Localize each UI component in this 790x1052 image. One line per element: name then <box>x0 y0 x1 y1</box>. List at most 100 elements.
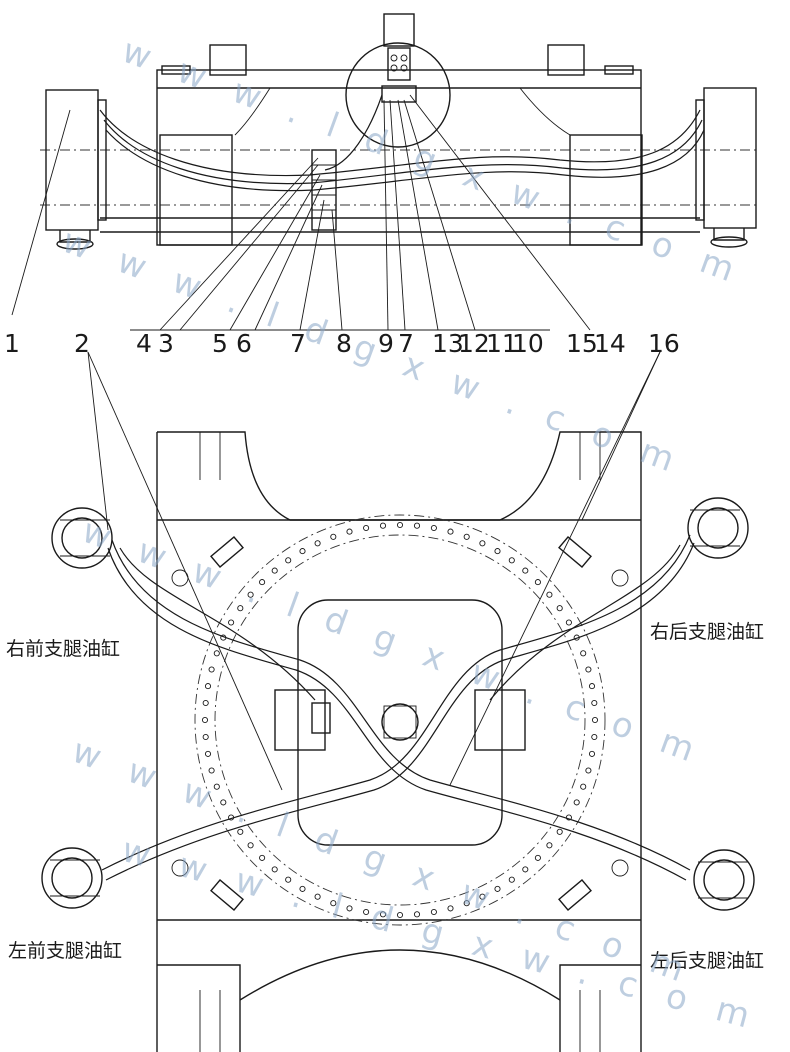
callout-3: 3 <box>158 329 174 358</box>
bolt-hole <box>314 540 321 547</box>
bolt-hole <box>447 528 454 535</box>
manifold-block <box>311 149 337 231</box>
callout-leaders-bottom <box>87 351 661 791</box>
callout-6: 6 <box>236 329 252 358</box>
bolt-hole <box>588 683 596 690</box>
left-rear-outrigger-cylinder <box>693 849 755 911</box>
callout-4: 4 <box>136 329 152 358</box>
bolt-hole <box>573 799 580 806</box>
callout-7b: 7 <box>398 329 414 358</box>
hydraulic-hoses <box>101 534 695 881</box>
bolt-hole <box>220 799 227 806</box>
bolt-hole <box>213 650 220 657</box>
callout-12: 12 <box>458 329 490 358</box>
bolt-hole <box>208 767 215 774</box>
bolt-hole <box>591 733 598 741</box>
bolt-hole <box>556 828 563 835</box>
callout-13: 13 <box>432 329 464 358</box>
bolt-hole <box>580 783 587 790</box>
bolt-hole <box>508 557 515 564</box>
callout-2: 2 <box>74 329 90 358</box>
bolt-hole <box>363 908 370 916</box>
bolt-hole <box>580 650 587 657</box>
bolt-hole <box>494 885 501 892</box>
rotary-joint <box>381 703 419 741</box>
bolt-hole <box>204 683 212 690</box>
bolt-hole <box>285 876 292 883</box>
bolt-hole <box>556 605 563 612</box>
right-front-outrigger-cylinder <box>51 507 113 569</box>
bolt-hole <box>285 557 292 564</box>
bolt-hole <box>247 591 254 598</box>
bolt-hole <box>299 885 306 892</box>
rotary-joint-detail <box>345 42 451 148</box>
callout-15: 15 <box>566 329 598 358</box>
bolt-hole <box>413 522 421 529</box>
bolt-hole <box>237 605 244 612</box>
bolt-hole <box>522 866 529 873</box>
bolt-hole <box>396 521 404 529</box>
bolt-hole <box>228 619 235 626</box>
bolt-hole <box>202 733 209 741</box>
label-right-front-cylinder: 右前支腿油缸 <box>6 638 120 660</box>
bolt-hole <box>299 548 306 555</box>
bolt-hole <box>204 750 212 757</box>
slewing-ring-bolt-holes <box>201 521 599 919</box>
bolt-hole <box>330 533 337 540</box>
left-front-outrigger-cylinder <box>41 847 103 909</box>
bolt-hole <box>508 876 515 883</box>
frame-body <box>156 69 642 246</box>
bolt-hole <box>271 866 278 873</box>
bolt-hole <box>201 716 209 724</box>
bolt-hole <box>546 591 553 598</box>
label-left-front-cylinder: 左前支腿油缸 <box>8 940 122 962</box>
right-rear-outrigger-cylinder <box>687 497 749 559</box>
bolt-hole <box>346 528 353 535</box>
bolt-hole <box>271 567 278 574</box>
bolt-hole <box>585 767 592 774</box>
base-plate-right <box>474 689 526 751</box>
bolt-hole <box>363 524 370 532</box>
centre-plate <box>297 599 503 846</box>
bolt-hole <box>330 900 337 907</box>
bolt-hole <box>213 783 220 790</box>
bolt-hole <box>591 716 599 724</box>
watermark-text-3: w w w . l d g x w . c o m <box>77 511 709 774</box>
bolt-hole <box>585 666 592 673</box>
bolt-hole <box>259 579 266 586</box>
label-right-rear-cylinder: 右后支腿油缸 <box>650 621 764 643</box>
bolt-hole <box>479 540 486 547</box>
front-elevation-view: 1 2 4 3 5 6 7 8 9 7 13 12 11 10 15 14 16 <box>4 13 760 358</box>
bolt-hole <box>447 905 454 912</box>
bolt-hole <box>379 911 387 918</box>
bolt-hole <box>522 567 529 574</box>
bolt-hole <box>546 842 553 849</box>
valve-block <box>311 702 331 734</box>
bolt-hole <box>479 893 486 900</box>
callout-10: 10 <box>512 329 544 358</box>
right-cylinder-side <box>703 87 757 229</box>
bolt-hole <box>346 905 353 912</box>
bolt-hole <box>396 911 404 919</box>
base-plate-left <box>274 689 326 751</box>
bolt-hole <box>413 911 421 918</box>
slewing-ring-inner <box>214 534 586 906</box>
bolt-hole <box>588 750 596 757</box>
callout-numbers: 1 2 4 3 5 6 7 8 9 7 13 12 11 10 15 14 16 <box>4 329 680 358</box>
bolt-hole <box>379 522 387 529</box>
bolt-hole <box>208 666 215 673</box>
bolt-hole <box>259 854 266 861</box>
bolt-hole <box>534 854 541 861</box>
bolt-hole <box>202 699 209 707</box>
callout-7a: 7 <box>290 329 306 358</box>
callout-9: 9 <box>378 329 394 358</box>
bolt-hole <box>463 533 470 540</box>
callout-11: 11 <box>486 329 518 358</box>
plan-view: 右前支腿油缸 右后支腿油缸 左前支腿油缸 左后支腿油缸 <box>6 351 764 1052</box>
bolt-hole <box>494 548 501 555</box>
bolt-hole <box>247 842 254 849</box>
bolt-hole <box>565 619 572 626</box>
callout-1: 1 <box>4 329 20 358</box>
callout-leaders-top <box>11 94 591 331</box>
